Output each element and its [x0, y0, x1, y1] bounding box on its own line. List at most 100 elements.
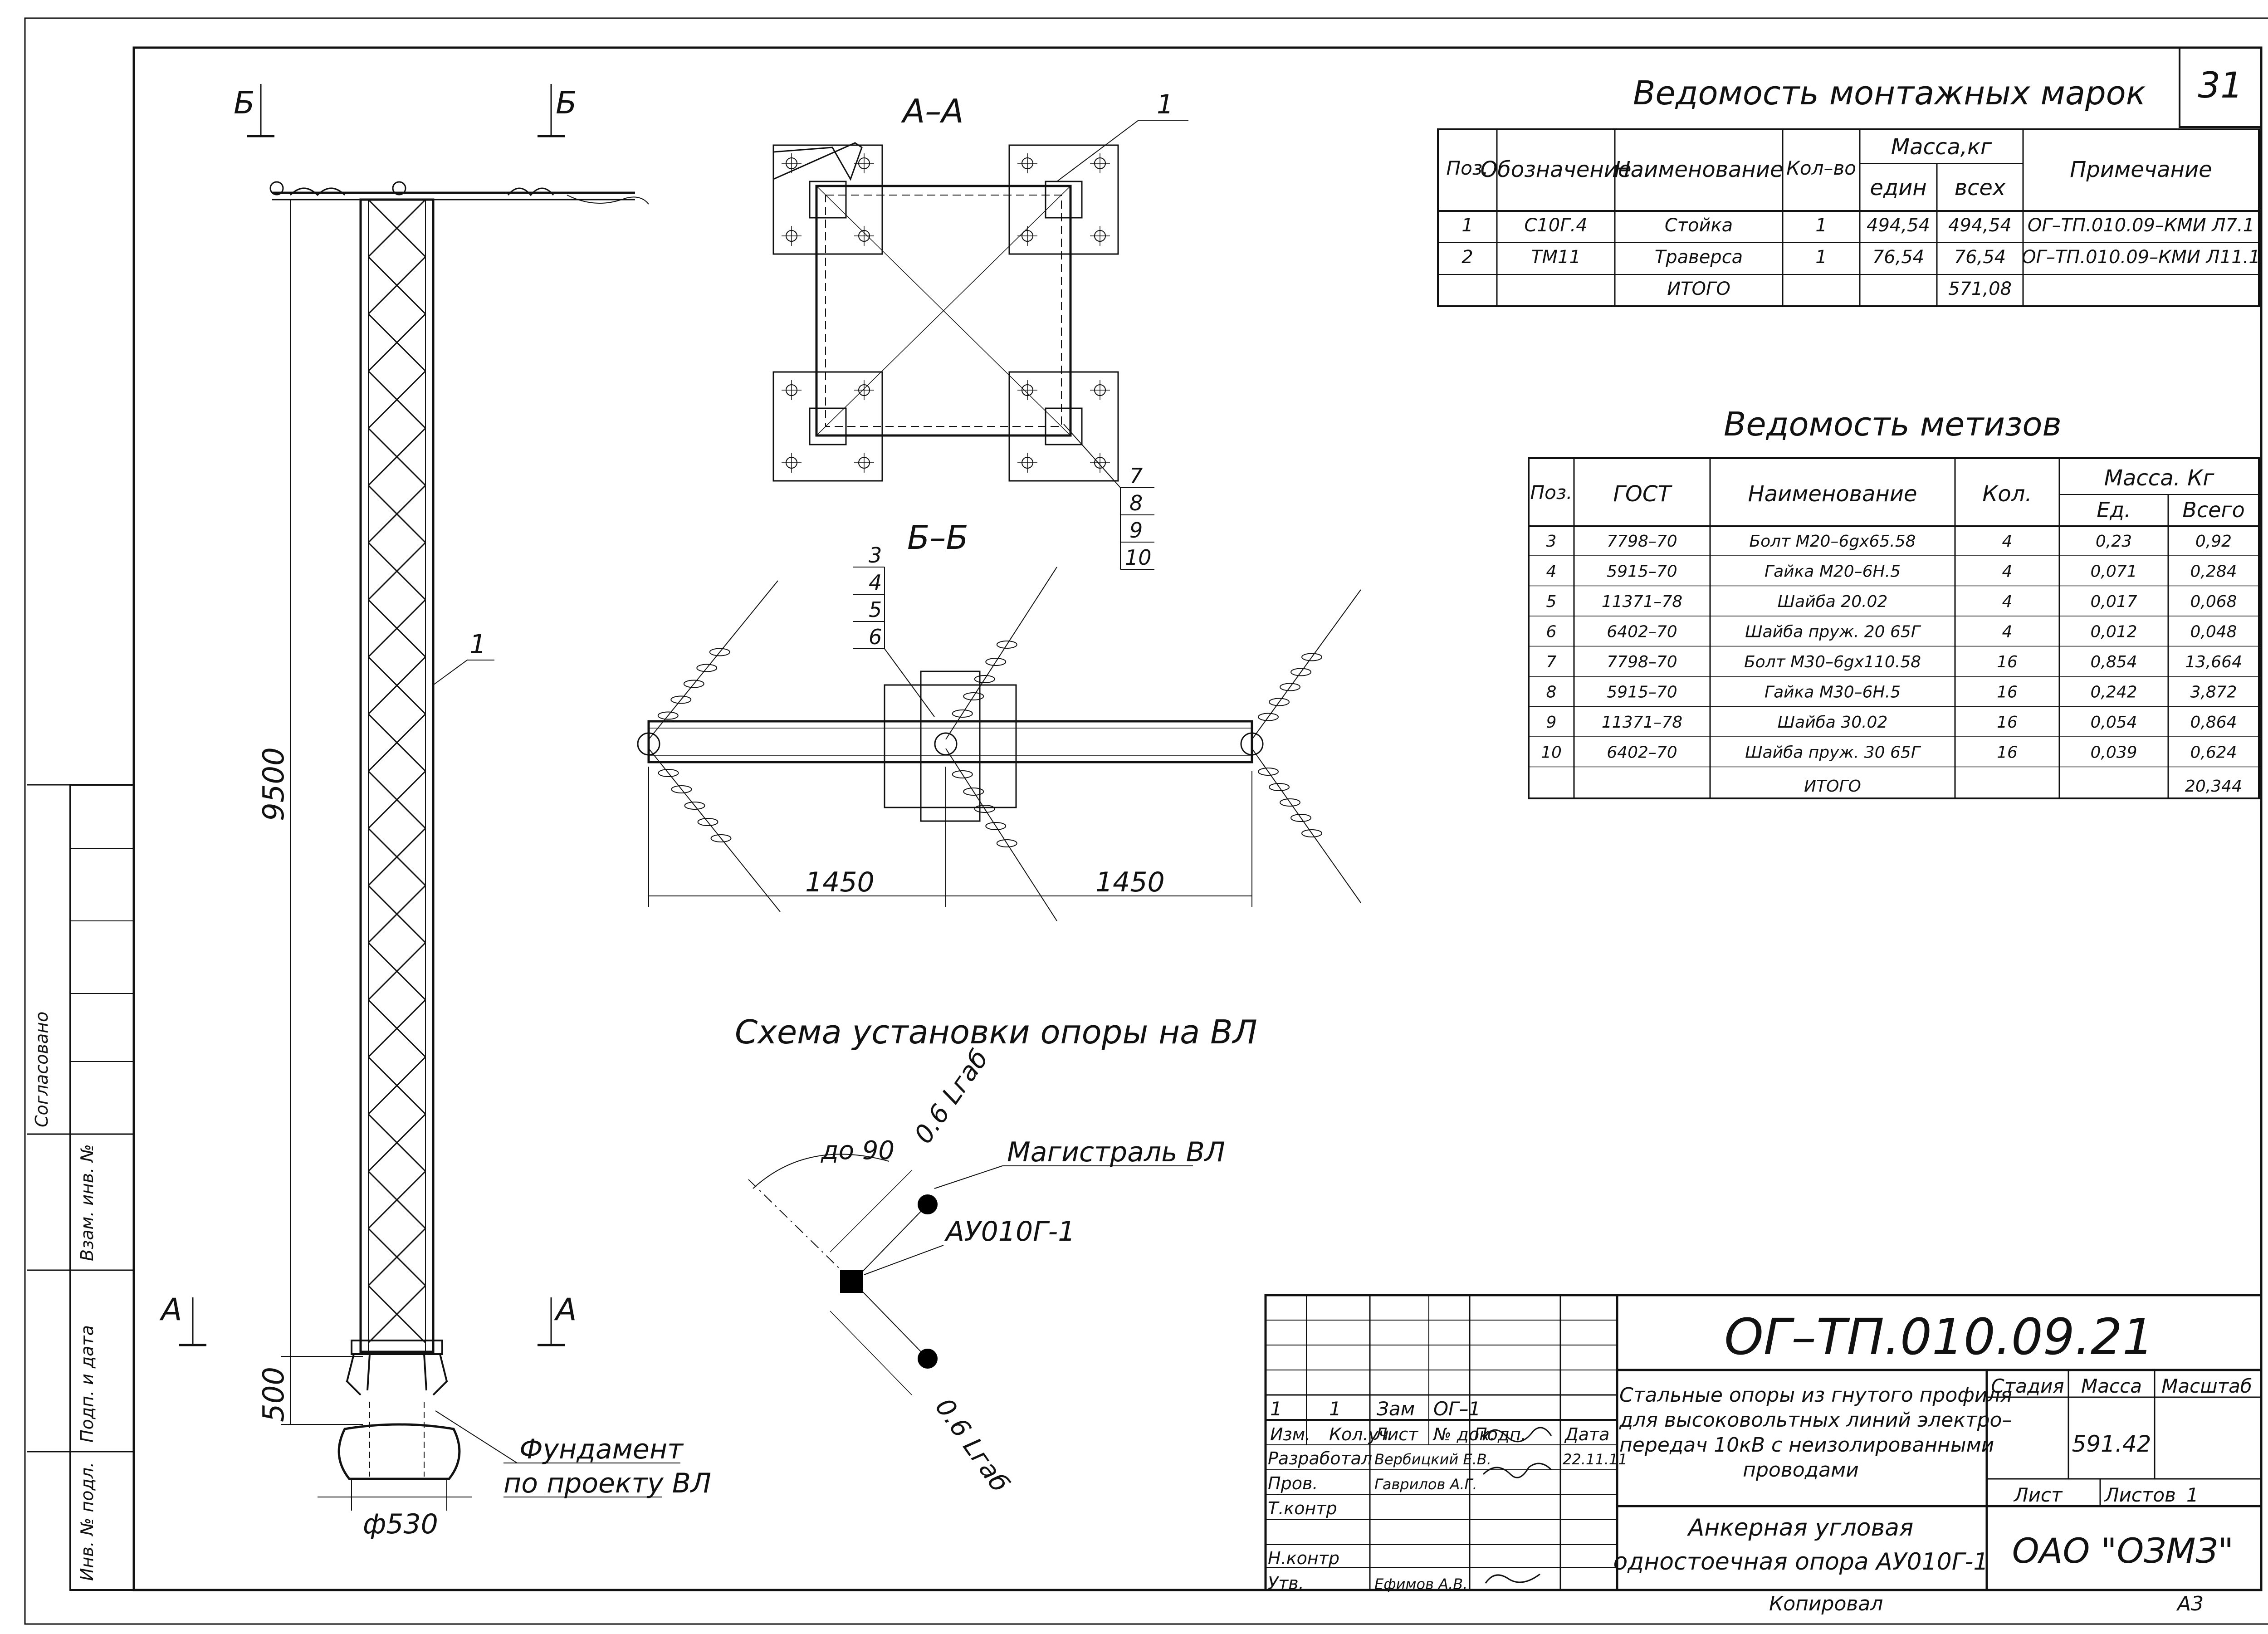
hw-cell-qty: 4: [2002, 592, 2013, 611]
support-marker: [840, 1270, 863, 1293]
mass-value: 591.42: [2072, 1431, 2151, 1457]
hw-cell-gost: 7798–70: [1607, 532, 1677, 551]
hw-cell-name: Шайба пруж. 20 65Г: [1745, 623, 1921, 641]
hw-cell-all: 3,872: [2190, 683, 2237, 702]
scheme-span-bottom: 0.6 Lгаб: [929, 1393, 1015, 1498]
callout-aa-pos-1: 1: [1157, 89, 1173, 120]
hw-cell-qty: 4: [2002, 623, 2013, 641]
hw-cell-qty: 16: [1997, 683, 2018, 702]
callout-bb-3: 3: [869, 543, 882, 567]
header-cell: Дата: [1564, 1424, 1609, 1444]
role-name: Ефимов А.В.: [1374, 1575, 1467, 1593]
section-aa: А–А 1 7 8 9 10: [772, 89, 1188, 570]
marks-cell-designation: ТМ11: [1531, 247, 1581, 268]
marks-cell-name: Стойка: [1665, 215, 1733, 236]
outer-border: [24, 17, 2268, 1625]
change-cell: ОГ–1: [1433, 1398, 1481, 1420]
hw-cell-name: Болт М20–6gх65.58: [1749, 532, 1916, 551]
callout-bb-6: 6: [869, 625, 882, 649]
hw-cell-name: Болт М30–6gх110.58: [1744, 653, 1921, 671]
label-mass: Масса: [2081, 1375, 2142, 1397]
hw-h-unit: Ед.: [2097, 498, 2131, 522]
company-name: ОАО "ОЗМЗ": [2012, 1531, 2234, 1571]
sheet-number-box: 31: [2179, 47, 2262, 128]
hw-cell-pos: 10: [1541, 744, 1562, 762]
hw-h-name: Наименование: [1748, 481, 1917, 507]
hw-cell-all: 0,624: [2190, 744, 2237, 762]
hw-cell-qty: 4: [2002, 563, 2013, 581]
hw-cell-name: Гайка М30–6Н.5: [1765, 683, 1901, 702]
marks-cell-pos: 2: [1461, 247, 1473, 268]
marks-h-unit: един: [1870, 175, 1926, 201]
aa-corner-plate: [1008, 371, 1119, 482]
hw-cell-name: Шайба пруж. 30 65Г: [1745, 744, 1921, 762]
insulator-string: [945, 567, 1057, 740]
insulator-string: [1251, 748, 1361, 903]
hw-cell-pos: 3: [1546, 532, 1557, 551]
marks-total-label: ИТОГО: [1667, 279, 1730, 299]
hw-cell-unit: 0,854: [2090, 653, 2137, 671]
hw-cell-unit: 0,012: [2090, 623, 2137, 641]
desc-line-4: проводами: [1743, 1458, 1859, 1482]
sheet-title-1: Анкерная угловая: [1687, 1514, 1914, 1541]
change-cell: Зам: [1377, 1398, 1415, 1420]
role-date: 22.11.11: [1563, 1451, 1628, 1468]
mainline-pole-top: [918, 1194, 938, 1214]
cut-mark-a-right: А: [554, 1292, 577, 1328]
hw-cell-unit: 0,242: [2090, 683, 2137, 702]
insulator-string: [1251, 589, 1361, 740]
hw-total-label: ИТОГО: [1804, 777, 1861, 796]
scheme-title: Схема установки опоры на ВЛ: [735, 1013, 1257, 1051]
hw-cell-name: Шайба 30.02: [1778, 713, 1888, 732]
insulator-string: [648, 748, 781, 912]
signature-developer: [1482, 1427, 1552, 1443]
aa-corner-plate: [772, 371, 883, 482]
marks-h-all: всех: [1955, 175, 2006, 201]
role-row: Н.контр: [1268, 1548, 1339, 1568]
marks-cell-qty: 1: [1815, 247, 1827, 268]
insulator-string: [945, 748, 1057, 921]
marks-cell-all: 76,54: [1954, 247, 2006, 268]
dim-left-arm: 1450: [805, 866, 875, 898]
callout-aa-8: 8: [1129, 491, 1143, 515]
cut-mark-b-right: Б: [556, 85, 577, 121]
format-label: А3: [2176, 1592, 2204, 1615]
desc-line-2: для высоковольтных линий электро–: [1619, 1409, 2012, 1432]
marks-cell-unit: 494,54: [1867, 215, 1930, 236]
hw-cell-qty: 16: [1997, 744, 2018, 762]
role-row: Т.контр: [1268, 1498, 1337, 1518]
desc-line-1: Стальные опоры из гнутого профиля: [1619, 1384, 2012, 1407]
header-cell: Изм.: [1270, 1424, 1310, 1444]
hw-h-qty: Кол.: [1982, 481, 2032, 507]
copied-label: Копировал: [1769, 1592, 1883, 1615]
stamp-inv-orig: Инв. № подл.: [77, 1462, 97, 1581]
hw-cell-pos: 9: [1546, 713, 1557, 732]
hw-cell-pos: 7: [1546, 653, 1557, 671]
hw-cell-gost: 5915–70: [1607, 683, 1677, 702]
label-sheets: Листов: [2104, 1484, 2176, 1506]
foundation-label-2: по проекту ВЛ: [503, 1468, 711, 1499]
hw-cell-pos: 5: [1546, 592, 1557, 611]
marks-cell-qty: 1: [1815, 215, 1827, 236]
role-row: Пров.Гаврилов А.Г.: [1268, 1473, 1477, 1493]
role-title: Т.контр: [1268, 1498, 1337, 1518]
scheme-angle: до 90: [821, 1136, 894, 1165]
role-name: Вербицкий Е.В.: [1374, 1451, 1491, 1468]
hw-h-gost: ГОСТ: [1613, 481, 1672, 507]
scheme-support: АУ010Г-1: [944, 1216, 1075, 1248]
marks-table: Ведомость монтажных марок Поз. Обозначен…: [1437, 74, 2260, 307]
hw-cell-gost: 5915–70: [1607, 563, 1677, 581]
marks-cell-note: ОГ–ТП.010.09–КМИ Л11.1: [2022, 247, 2260, 268]
insulator-string: [648, 580, 778, 740]
marks-cell-name: Траверса: [1655, 247, 1743, 268]
hw-total: 20,344: [2185, 777, 2242, 796]
marks-cell-all: 494,54: [1948, 215, 2012, 236]
bb-callout-stack: 3 4 5 6: [853, 543, 935, 717]
hw-cell-pos: 4: [1546, 563, 1557, 581]
